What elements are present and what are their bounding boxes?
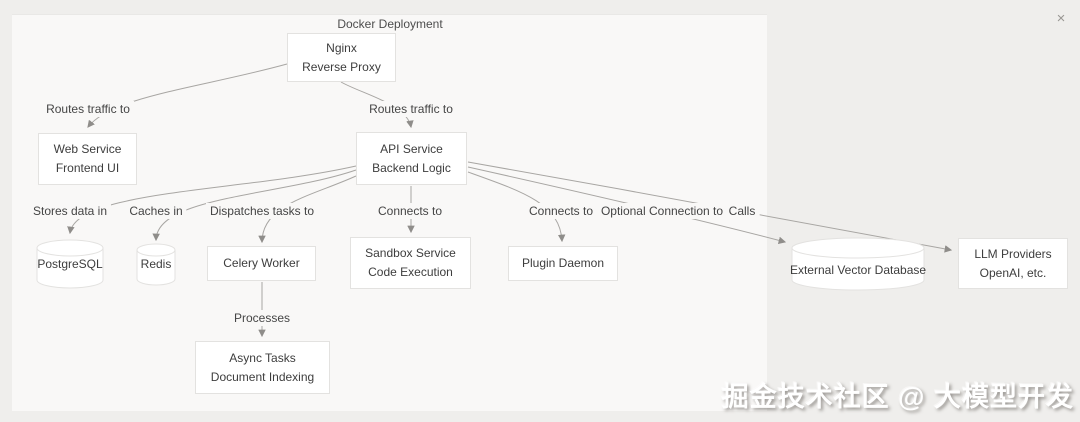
edge-label-routes-api: Routes traffic to (365, 101, 457, 117)
node-nginx-line1: Nginx (326, 40, 357, 55)
node-postgres-label: PostgreSQL (37, 257, 103, 271)
node-web-service: Web Service Frontend UI (38, 133, 137, 185)
node-celery-line1: Celery Worker (223, 256, 300, 271)
node-llm-line1: LLM Providers (974, 246, 1052, 261)
node-web-line2: Frontend UI (55, 161, 120, 175)
node-plugin-daemon: Plugin Daemon (508, 246, 618, 281)
node-celery-worker: Celery Worker (207, 246, 316, 281)
node-llm-line2: OpenAI, etc. (979, 265, 1047, 280)
node-sandbox-line1: Sandbox Service (365, 246, 456, 261)
node-llm-providers: LLM Providers OpenAI, etc. (958, 238, 1068, 289)
node-plugin-line1: Plugin Daemon (521, 256, 605, 271)
edge-label-routes-web: Routes traffic to (42, 101, 134, 117)
node-vectordb-label: External Vector Database (789, 263, 927, 277)
diagram-title: Docker Deployment (337, 17, 443, 31)
edge-label-caches: Caches in (125, 203, 187, 219)
watermark: 掘金技术社区 @ 大模型开发 (721, 382, 1074, 412)
node-redis-label: Redis (140, 257, 172, 271)
node-api-service: API Service Backend Logic (356, 132, 467, 185)
close-icon[interactable]: × (1051, 8, 1071, 28)
node-async-line2: Document Indexing (210, 369, 315, 384)
edge-label-stores: Stores data in (28, 203, 112, 219)
edge-label-connects-sandbox: Connects to (373, 203, 447, 219)
node-redis-cylinder (136, 243, 176, 286)
node-api-line1: API Service (380, 141, 443, 156)
edge-label-processes: Processes (229, 310, 295, 326)
node-nginx-line2: Reverse Proxy (302, 59, 381, 74)
edge-api-celery (258, 175, 357, 244)
node-web-line1: Web Service (53, 142, 122, 157)
node-vectordb-cylinder (791, 237, 925, 291)
node-api-line2: Backend Logic (372, 160, 451, 175)
edge-nginx-api (340, 81, 414, 129)
edge-label-dispatches: Dispatches tasks to (205, 203, 319, 219)
edge-nginx-web (87, 63, 288, 128)
edge-label-optional: Optional Connection to (596, 203, 728, 219)
node-sandbox-service: Sandbox Service Code Execution (350, 237, 471, 289)
node-async-line1: Async Tasks (229, 350, 296, 365)
edge-api-plugin (467, 171, 566, 243)
edge-label-calls: Calls (724, 203, 760, 219)
node-sandbox-line2: Code Execution (368, 265, 453, 279)
edge-api-redis (152, 169, 357, 242)
node-postgres-cylinder (36, 239, 104, 289)
node-nginx: Nginx Reverse Proxy (287, 33, 396, 82)
edge-label-connects-plugin: Connects to (524, 203, 598, 219)
node-async-tasks: Async Tasks Document Indexing (195, 341, 330, 394)
